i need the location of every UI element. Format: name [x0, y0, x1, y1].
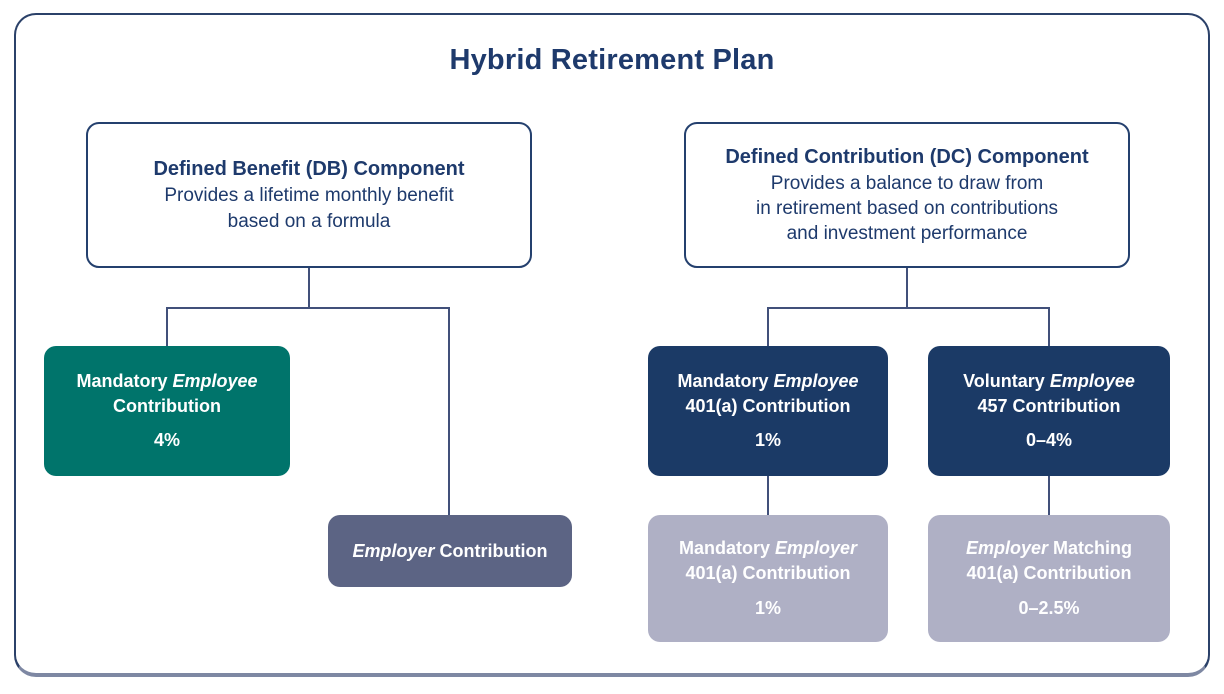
connector-db-to-employee — [166, 307, 168, 346]
label-italic-text: Employee — [1049, 370, 1135, 391]
label-text: Mandatory — [677, 370, 774, 391]
dc-heading: Defined Contribution (DC) Component — [725, 145, 1089, 168]
box-label-line-1: Employer Contribution — [353, 539, 548, 564]
db-description-line-2: based on a formula — [227, 210, 391, 232]
dc-description-line-1: Provides a balance to draw from — [770, 172, 1044, 194]
label-italic-text: Employer — [774, 538, 858, 559]
diagram-title: Hybrid Retirement Plan — [449, 44, 775, 76]
box-label-line-1: Mandatory Employee — [76, 369, 257, 394]
dc-mandatory-employee-401a-box: Mandatory Employee 401(a) Contribution 1… — [648, 346, 888, 476]
label-italic-text: Employer — [352, 540, 435, 561]
dc-mandatory-employer-401a-box: Mandatory Employer 401(a) Contribution 1… — [648, 515, 888, 642]
label-text: Matching — [1048, 538, 1133, 559]
label-italic-text: Employee — [172, 370, 258, 391]
box-label-line-1: Mandatory Employee — [677, 369, 858, 394]
connector-db-branch — [166, 307, 450, 309]
box-label-line-2: 401(a) Contribution — [685, 395, 851, 416]
label-italic-text: Employer — [965, 538, 1049, 559]
defined-contribution-component-box: Defined Contribution (DC) Component Prov… — [684, 122, 1130, 268]
connector-401a-to-employer — [767, 476, 769, 515]
box-label-line-1: Mandatory Employer — [679, 536, 857, 561]
box-value: 0–4% — [1025, 430, 1073, 451]
connector-db-stem — [308, 268, 310, 307]
label-text: Contribution — [434, 540, 548, 561]
db-employer-contribution-box: Employer Contribution — [328, 515, 572, 587]
box-label-line-2: 457 Contribution — [977, 395, 1121, 416]
box-label-line-2: 401(a) Contribution — [685, 563, 851, 584]
connector-dc-branch — [767, 307, 1050, 309]
dc-description-line-2: in retirement based on contributions — [755, 197, 1059, 219]
label-text: Voluntary — [963, 370, 1050, 391]
box-value: 1% — [754, 430, 781, 451]
box-label-line-2: Contribution — [113, 395, 221, 416]
box-value: 1% — [754, 597, 781, 618]
defined-benefit-component-box: Defined Benefit (DB) Component Provides … — [86, 122, 532, 268]
box-label-line-1: Voluntary Employee — [963, 369, 1135, 394]
db-description-line-1: Provides a lifetime monthly benefit — [164, 185, 454, 207]
box-value: 4% — [153, 430, 180, 451]
label-text: Mandatory — [76, 370, 173, 391]
dc-voluntary-employee-457-box: Voluntary Employee 457 Contribution 0–4% — [928, 346, 1170, 476]
label-text: Mandatory — [678, 538, 775, 559]
connector-dc-to-401a — [767, 307, 769, 346]
box-label-line-2: 401(a) Contribution — [966, 563, 1132, 584]
label-italic-text: Employee — [773, 370, 859, 391]
connector-dc-stem — [906, 268, 908, 307]
db-heading: Defined Benefit (DB) Component — [153, 158, 465, 181]
dc-employer-matching-401a-box: Employer Matching 401(a) Contribution 0–… — [928, 515, 1170, 642]
connector-457-to-match — [1048, 476, 1050, 515]
connector-db-to-employer — [448, 307, 450, 515]
db-mandatory-employee-contribution-box: Mandatory Employee Contribution 4% — [44, 346, 290, 476]
connector-dc-to-457 — [1048, 307, 1050, 346]
box-value: 0–2.5% — [1018, 597, 1080, 618]
dc-description-line-3: and investment performance — [786, 223, 1028, 245]
box-label-line-1: Employer Matching — [966, 536, 1132, 561]
